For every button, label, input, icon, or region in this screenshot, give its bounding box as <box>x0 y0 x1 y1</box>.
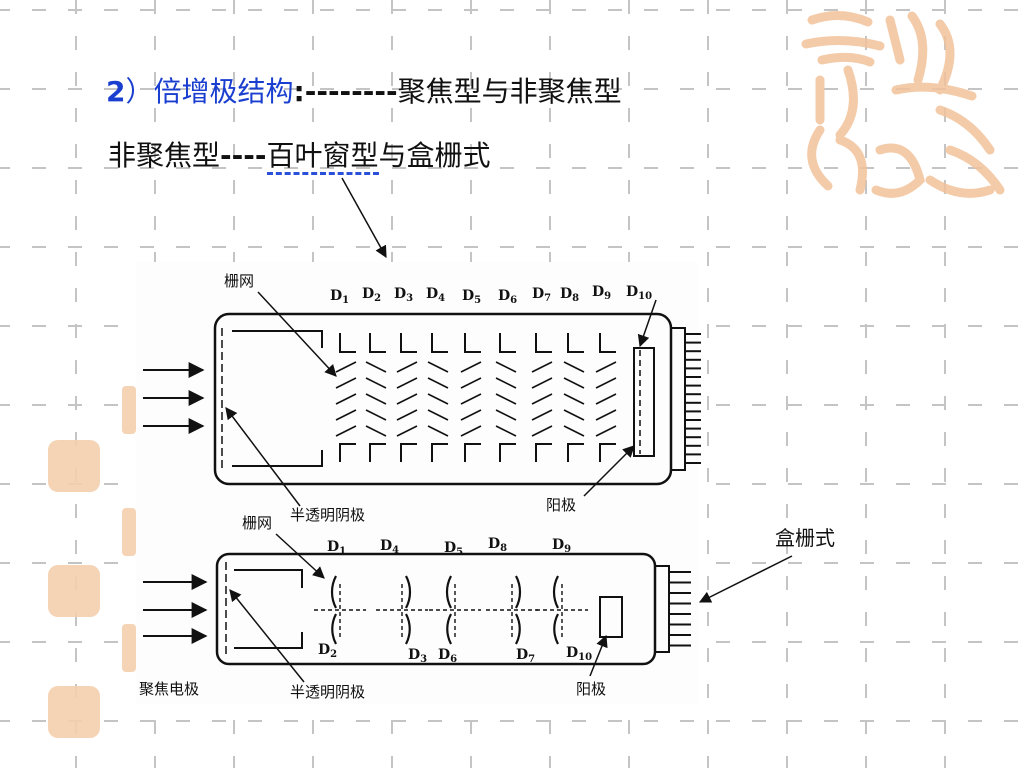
seal-logo-partial <box>122 508 136 556</box>
cathode-pointer-top <box>225 407 301 507</box>
grid-pointer-top <box>257 291 337 377</box>
focus-bracket-bottom <box>234 569 303 649</box>
slide-subheading: 非聚焦型----百叶窗型与盒栅式 <box>108 134 491 175</box>
seal-logo <box>48 686 100 738</box>
anode-pointer-bottom <box>589 634 608 677</box>
venetian-dynode <box>396 333 418 462</box>
anode-bottom <box>599 596 623 638</box>
anode-pointer-top <box>583 445 635 497</box>
grid-label-top: 栅网 <box>224 272 254 290</box>
focus-label: 聚焦电极 <box>139 680 199 698</box>
anode-label-bottom: 阳极 <box>576 680 606 698</box>
slide-heading: 2）倍增极结构:--------聚焦型与非聚焦型 <box>106 70 622 110</box>
subheading-suffix: 与盒栅式 <box>378 139 491 172</box>
venetian-dynode <box>365 333 387 462</box>
seal-logo <box>48 565 100 617</box>
venetian-dynode <box>427 333 449 462</box>
subheading-underlined: 百叶窗型 <box>266 139 379 175</box>
box-dynode <box>376 575 428 645</box>
box-dynode <box>429 575 481 645</box>
heading-label: ）倍增极结构 <box>125 75 294 108</box>
venetian-dynode <box>460 333 482 462</box>
venetian-dynode <box>531 333 553 462</box>
pointer-arrow <box>341 177 387 259</box>
subheading-prefix: 非聚焦型 <box>108 139 221 172</box>
box-dynode <box>314 575 366 645</box>
box-dynode <box>486 575 538 645</box>
tube-base-top <box>670 327 686 471</box>
seal-logo-partial <box>122 624 136 672</box>
big-calligraphy-logo <box>801 11 1005 198</box>
heading-separator: :-------- <box>293 75 398 108</box>
cathode-pointer-bottom <box>229 589 305 683</box>
grid-pointer-bottom <box>275 533 325 579</box>
tube-base-bottom <box>654 565 670 653</box>
anode-top <box>633 347 655 457</box>
d10-pointer <box>637 299 657 348</box>
venetian-dynode <box>563 333 585 462</box>
grid-label-bottom: 栅网 <box>242 514 272 532</box>
focus-bracket-top <box>232 330 323 467</box>
box-dynode <box>536 575 588 645</box>
venetian-dynode <box>495 333 517 462</box>
box-type-label: 盒栅式 <box>775 526 835 550</box>
box-type-arrow <box>698 555 793 603</box>
cathode-label-bottom: 半透明阴极 <box>290 683 365 701</box>
venetian-dynode <box>595 333 617 462</box>
seal-logo-partial <box>122 386 136 434</box>
heading-text: 聚焦型与非聚焦型 <box>397 75 622 108</box>
cathode-label-top: 半透明阴极 <box>290 506 365 524</box>
anode-label-top: 阳极 <box>546 496 576 514</box>
seal-logo <box>48 440 100 492</box>
subheading-dashes: ---- <box>220 139 267 172</box>
venetian-dynode <box>335 333 357 462</box>
heading-number: 2 <box>106 75 126 108</box>
